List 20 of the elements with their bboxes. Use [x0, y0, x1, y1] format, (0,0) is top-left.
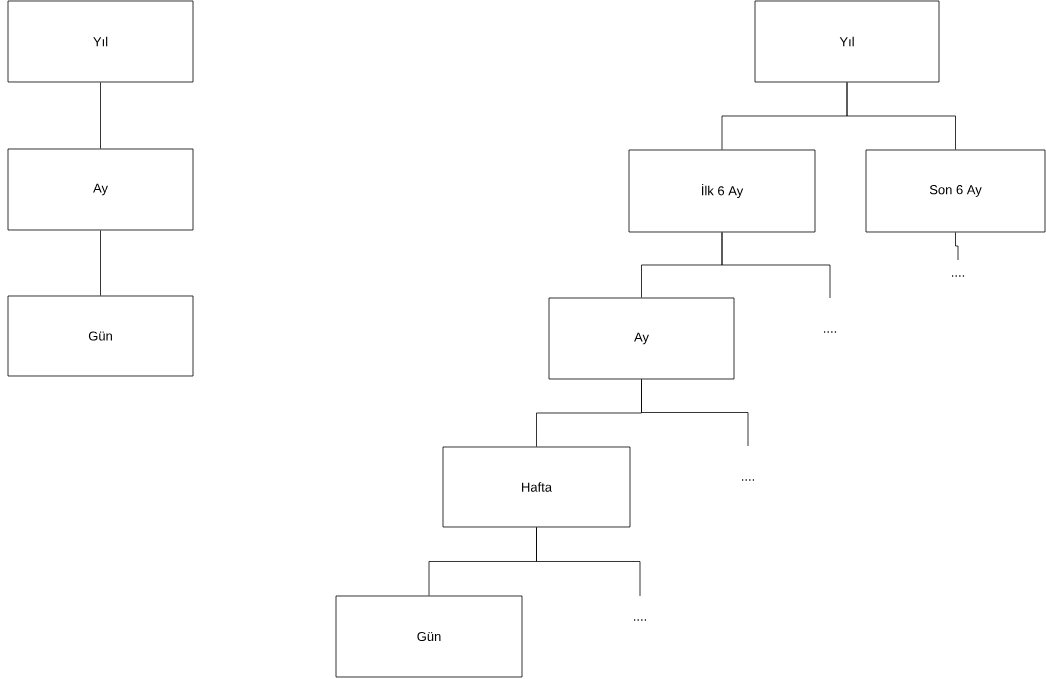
box: Gün	[335, 595, 523, 678]
ellipsis-text: ....	[634, 619, 647, 621]
connector	[100, 230, 101, 296]
ellipsis-text: ....	[951, 275, 965, 277]
box: İlk 6 Ay	[628, 149, 816, 233]
connector	[100, 82, 101, 149]
connector	[846, 82, 956, 150]
connector	[721, 232, 831, 299]
connector	[955, 232, 959, 261]
box: Ay	[7, 148, 194, 231]
ellipsis-text: ....	[741, 479, 755, 481]
box: Hafta	[442, 446, 631, 528]
box: Ay	[548, 297, 735, 380]
connector	[641, 379, 749, 447]
ellipsis-text: ....	[823, 331, 837, 333]
box: Son 6 Ay	[865, 149, 1046, 233]
connector	[536, 527, 641, 597]
box: Gün	[7, 295, 194, 377]
box: Yıl	[754, 0, 940, 83]
box: Yıl	[7, 0, 194, 83]
